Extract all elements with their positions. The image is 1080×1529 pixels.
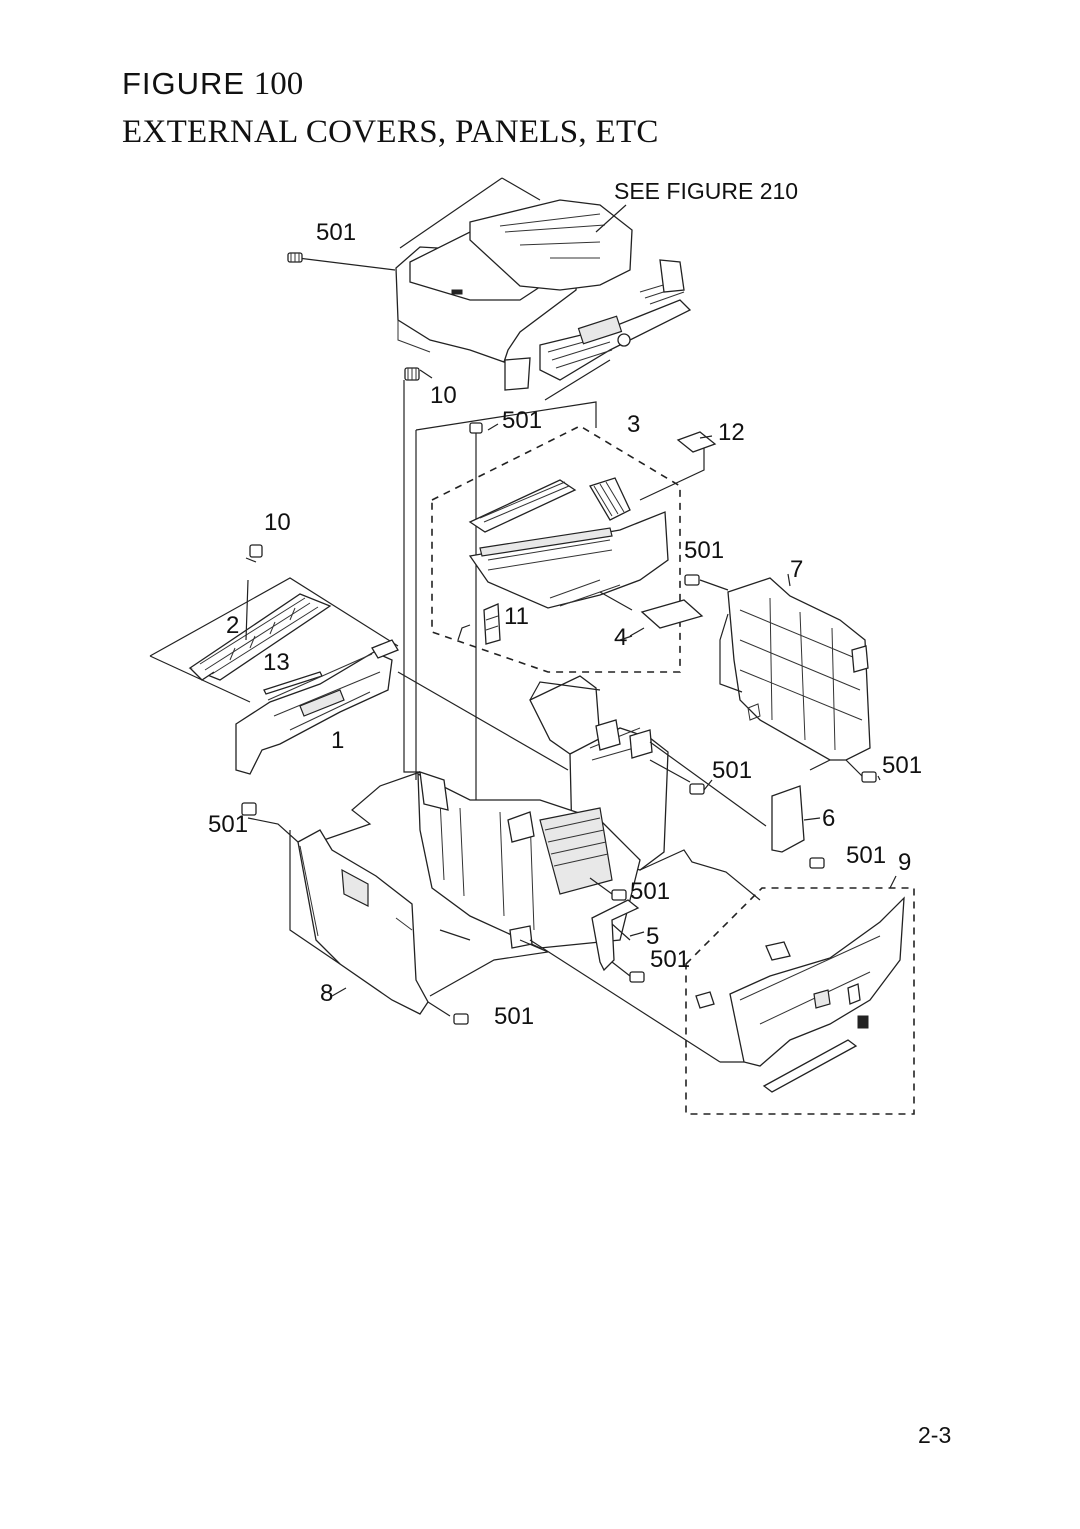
callout-501: 501: [684, 537, 724, 564]
callout-501: 501: [846, 842, 886, 869]
callout-501: 501: [650, 946, 690, 973]
figure-number: 100: [253, 66, 304, 102]
callout-9: 9: [898, 849, 911, 876]
callout-501: 501: [208, 811, 248, 838]
small-panel: [640, 599, 704, 629]
screw-icon: [287, 252, 303, 263]
screw-icon: [404, 367, 420, 381]
callout-13: 13: [263, 649, 290, 676]
screw-icon: [684, 574, 700, 586]
dashed-group-3: [431, 425, 681, 673]
callout-10: 10: [430, 382, 457, 409]
callout-501: 501: [882, 752, 922, 779]
roller-guide-assembly: [188, 593, 399, 775]
callout-6: 6: [822, 805, 835, 832]
callout-501: 501: [630, 878, 670, 905]
right-side-cover: [727, 577, 871, 761]
page-title: EXTERNAL COVERS, PANELS, ETC: [122, 114, 659, 150]
callout-7: 7: [790, 556, 803, 583]
screw-icon: [453, 1013, 469, 1025]
figure-label: FIGURE 100: [122, 66, 303, 102]
screw-icon: [809, 857, 825, 869]
callout-3: 3: [627, 411, 640, 438]
label-sheet: [676, 431, 717, 453]
callout-11: 11: [504, 603, 529, 630]
callout-10: 10: [264, 509, 291, 536]
see-figure-callout: SEE FIGURE 210: [614, 178, 798, 204]
scanner-unit: [395, 199, 692, 391]
main-chassis: [417, 675, 669, 949]
guide-bracket: [591, 899, 640, 972]
paper-tray-assembly: [457, 477, 669, 645]
callout-8: 8: [320, 980, 333, 1007]
callout-501: 501: [316, 219, 356, 246]
callout-2: 2: [226, 612, 239, 639]
screw-icon: [469, 422, 483, 434]
page-number: 2-3: [918, 1422, 952, 1448]
screw-icon: [861, 771, 877, 783]
screw-icon: [611, 889, 627, 901]
callout-501: 501: [494, 1003, 534, 1030]
callout-5: 5: [646, 923, 659, 950]
figure-word: FIGURE: [122, 66, 246, 101]
front-left-door: [297, 829, 429, 1015]
small-side-cover: [771, 785, 805, 853]
callout-501: 501: [502, 407, 542, 434]
front-panel-assembly: [695, 896, 905, 1093]
callout-1: 1: [331, 727, 344, 754]
screw-icon: [629, 971, 645, 983]
callout-12: 12: [718, 419, 745, 446]
callout-501: 501: [712, 757, 752, 784]
screw-icon: [689, 783, 705, 795]
screw-icon: [249, 544, 263, 558]
screw-icon: [241, 802, 257, 816]
callout-4: 4: [614, 624, 627, 651]
